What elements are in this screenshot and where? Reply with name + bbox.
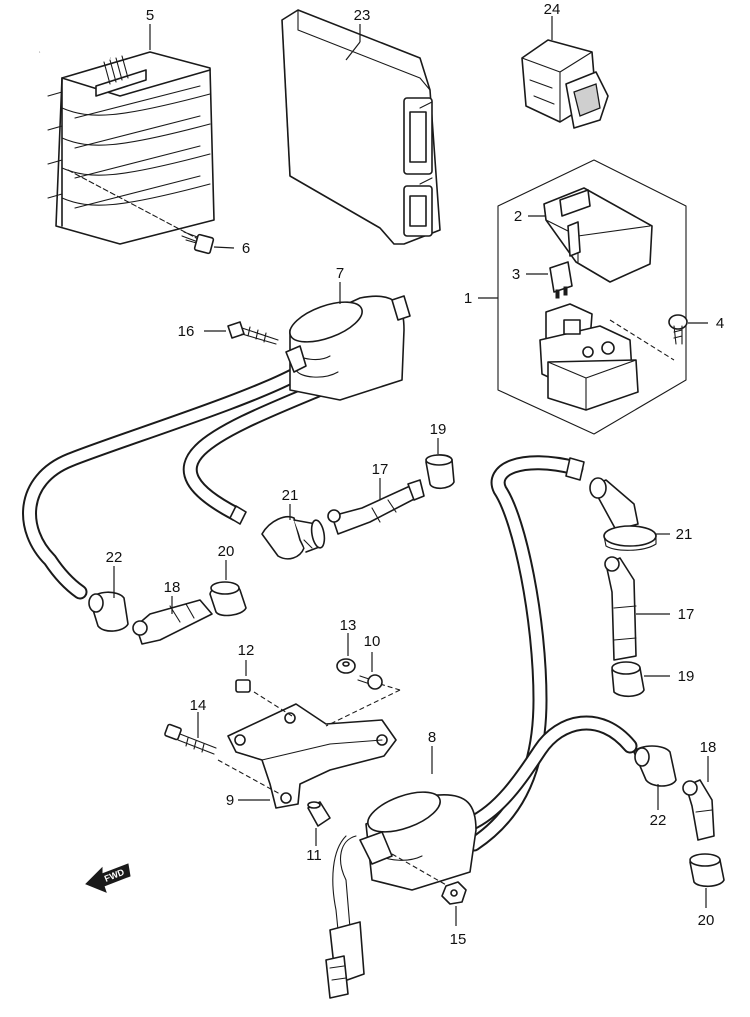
callouts: 5 23 24 2 3 1 4 7 16 19 17 21 21 22 20 1… (106, 1, 725, 948)
regulator-rectifier (39, 46, 215, 245)
callout-14: 14 (190, 697, 207, 714)
bolt-6: 6 (181, 231, 250, 257)
bolt-12 (235, 660, 251, 693)
plug-seal-lower-left (209, 581, 247, 617)
callout-23: 23 (354, 7, 371, 24)
leader-lines (113, 16, 709, 908)
screw-4 (668, 314, 708, 345)
starter-relay-group (497, 159, 687, 435)
plug-cap-upper-left (261, 516, 326, 560)
callout-4: 4 (716, 315, 724, 332)
callout-20-right: 20 (698, 912, 715, 929)
callout-3: 3 (512, 266, 520, 283)
callout-15: 15 (450, 931, 467, 948)
spacer-11 (307, 801, 331, 846)
callout-17-right: 17 (678, 606, 695, 623)
callout-9: 9 (226, 792, 234, 809)
plug-boot-upper (327, 479, 425, 535)
callout-1: 1 (464, 290, 472, 307)
plug-seal-lower-right (689, 853, 725, 888)
callout-19-upper: 19 (430, 421, 447, 438)
callout-20-left: 20 (218, 543, 235, 560)
callout-18-right: 18 (700, 739, 717, 756)
callout-21-right: 21 (676, 526, 693, 543)
relay (521, 39, 609, 129)
washer-13 (336, 633, 356, 674)
bolt-16 (204, 321, 279, 345)
plug-seal-right (611, 661, 645, 698)
callout-22-left: 22 (106, 549, 123, 566)
callout-11: 11 (306, 847, 322, 864)
callout-10: 10 (364, 633, 381, 650)
plug-cap-lower-right (633, 745, 677, 787)
callout-21-left: 21 (282, 487, 299, 504)
bolt-14 (164, 712, 217, 755)
callout-24: 24 (544, 1, 561, 18)
plug-seal-upper (425, 454, 455, 490)
callout-8: 8 (428, 729, 436, 746)
plug-cap-upper-right (589, 477, 657, 551)
callout-5: 5 (146, 7, 154, 24)
callout-18-left: 18 (164, 579, 181, 596)
ecm-unit (281, 9, 441, 245)
ignition-coil-lower (325, 455, 638, 999)
ignition-coil-upper (22, 295, 411, 600)
nut-15 (441, 881, 467, 926)
callout-2: 2 (514, 208, 522, 225)
callout-22-right: 22 (650, 812, 667, 829)
callout-7: 7 (336, 265, 344, 282)
callout-12: 12 (238, 642, 255, 659)
plug-boot-lower-left (132, 599, 213, 645)
callout-19-right: 19 (678, 668, 695, 685)
plug-cap-lower-left (88, 591, 129, 632)
fwd-arrow-icon: FWD (85, 863, 131, 893)
callout-13: 13 (340, 617, 357, 634)
callout-6: 6 (242, 240, 250, 257)
coil-bracket (217, 683, 401, 809)
callout-16: 16 (178, 323, 195, 340)
plug-boot-right (604, 556, 637, 661)
callout-17-upper: 17 (372, 461, 389, 478)
plug-boot-lower-right (682, 779, 715, 841)
bolt-10 (357, 652, 383, 690)
